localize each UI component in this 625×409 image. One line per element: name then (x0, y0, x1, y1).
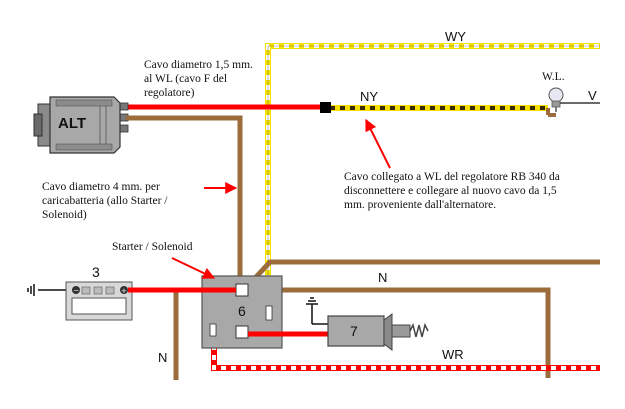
arrow-starter-solenoid (171, 257, 216, 279)
alternator-label: ALT (58, 115, 87, 132)
annotation-cable-1-5mm: Cavo diametro 1,5 mm. al WL (cavo F del … (144, 58, 253, 100)
annotation-rb340-line: mm. proveniente dall'alternatore. (344, 199, 497, 211)
annotation-cable-4mm-line: Cavo diametro 4 mm. per (42, 181, 160, 193)
svg-text:−: − (74, 287, 80, 295)
arrow-rb340 (365, 118, 391, 169)
solenoid-number: 6 (238, 303, 246, 319)
warning-lamp-label: W.L. (542, 71, 565, 83)
annotation-cable-4mm-line: Solenoid) (42, 209, 87, 221)
wire-brown-n-right (242, 259, 600, 292)
starter-ground-icon (306, 297, 330, 325)
wire-label-n-left: N (158, 350, 168, 365)
wire-label-ny: NY (360, 89, 379, 104)
svg-text:+: + (121, 287, 127, 295)
wire-brown-lower (282, 287, 551, 378)
alternator-icon (33, 96, 129, 154)
wire-wy (265, 43, 600, 290)
wire-label-v: V (588, 88, 597, 103)
annotation-rb340: Cavo collegato a WL del regolatore RB 34… (344, 170, 560, 212)
annotation-rb340-line: Cavo collegato a WL del regolatore RB 34… (344, 171, 560, 183)
annotation-starter-solenoid: Starter / Solenoid (112, 241, 193, 253)
warning-lamp-icon (548, 87, 564, 112)
annotation-cable-4mm: Cavo diametro 4 mm. per caricabatteria (… (42, 180, 167, 222)
annotation-cable-1-5mm-line: al WL (cavo F del (144, 73, 228, 85)
wire-connector (320, 102, 331, 113)
wire-brown-main (173, 287, 202, 380)
wire-brown-4mm (126, 115, 243, 286)
battery-icon: − + (65, 281, 133, 321)
annotation-rb340-line: disconnettere e collegare al nuovo cavo … (344, 185, 557, 197)
annotation-cable-1-5mm-line: Cavo diametro 1,5 mm. (144, 59, 253, 71)
annotation-cable-1-5mm-line: regolatore) (144, 87, 195, 99)
annotation-cable-4mm-line: caricabatteria (allo Starter / (42, 195, 168, 207)
battery-number: 3 (92, 264, 100, 280)
ground-icon (27, 284, 35, 296)
starter-motor-icon (327, 313, 429, 351)
wire-label-wr: WR (442, 347, 464, 362)
wire-label-wy: WY (445, 29, 466, 44)
starter-number: 7 (350, 323, 358, 339)
wire-label-n-right: N (378, 270, 388, 285)
